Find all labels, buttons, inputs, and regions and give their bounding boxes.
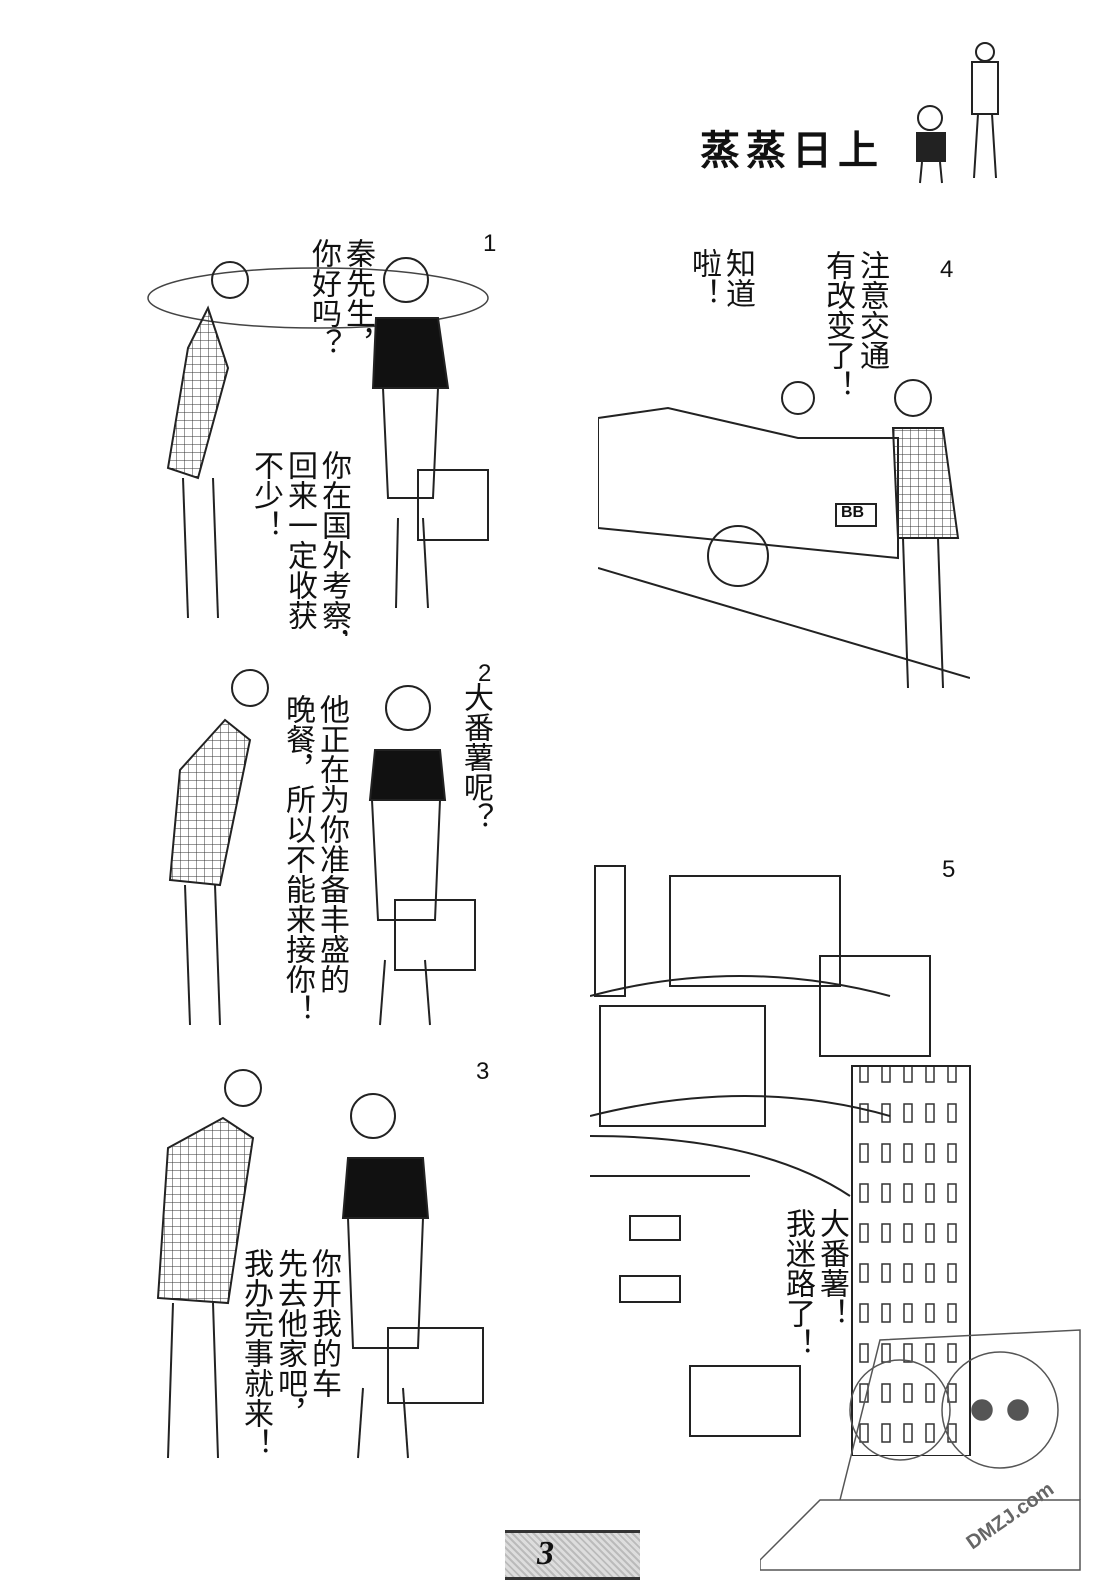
speech-bubble: 知道 啦！ (686, 248, 755, 308)
panel-2-illustration (168, 669, 476, 1026)
license-plate: BB (841, 504, 865, 521)
speech-bubble: 你在国外考察， 回来一定收获 不少！ (248, 450, 351, 636)
comic-panel-3: 3 你开我的车 先去他家吧， 我办完事就来！ (148, 1058, 510, 1470)
panel-3-illustration (156, 1069, 484, 1459)
panel-1-illustration (147, 257, 489, 619)
page-title: 蒸蒸日上 (700, 128, 884, 174)
panel-number: 3 (476, 1058, 490, 1085)
speech-bubble: 大番薯！ 我迷路了！ (780, 1208, 849, 1358)
panel-number: 4 (940, 256, 954, 283)
panel-5-illustration (590, 865, 971, 1456)
comic-panel-2: 2 大番薯呢？ 他正在为你准备丰盛的 晚餐，所以不能来接你！ (140, 660, 510, 1038)
panel-number: 2 (478, 660, 492, 687)
panel-number: 1 (483, 230, 497, 257)
comic-panel-4: BB 4 注意交通 有改变了！ 知道 啦！ (598, 238, 970, 698)
comic-panel-1: 1 秦先生， 你好吗？ 你在国外考察， 回来一定收获 不少！ (128, 228, 510, 636)
panel-number: 5 (942, 856, 956, 883)
page-number: 3 (537, 1535, 554, 1572)
speech-bubble: 你开我的车 先去他家吧， 我办完事就来！ (238, 1248, 341, 1458)
comic-panel-5: 5 大番薯！ 我迷路了！ (590, 856, 975, 1456)
page-number-box: 3 (505, 1530, 640, 1580)
speech-bubble: 秦先生， 你好吗？ (306, 238, 375, 358)
speech-bubble: 他正在为你准备丰盛的 晚餐，所以不能来接你！ (280, 694, 349, 1024)
speech-bubble: 注意交通 有改变了！ (820, 250, 889, 400)
panel-4-illustration (598, 379, 970, 689)
watermark-illustration (760, 1329, 1081, 1571)
speech-bubble: 大番薯呢？ (458, 682, 493, 832)
mascot-characters-illustration (916, 42, 999, 184)
